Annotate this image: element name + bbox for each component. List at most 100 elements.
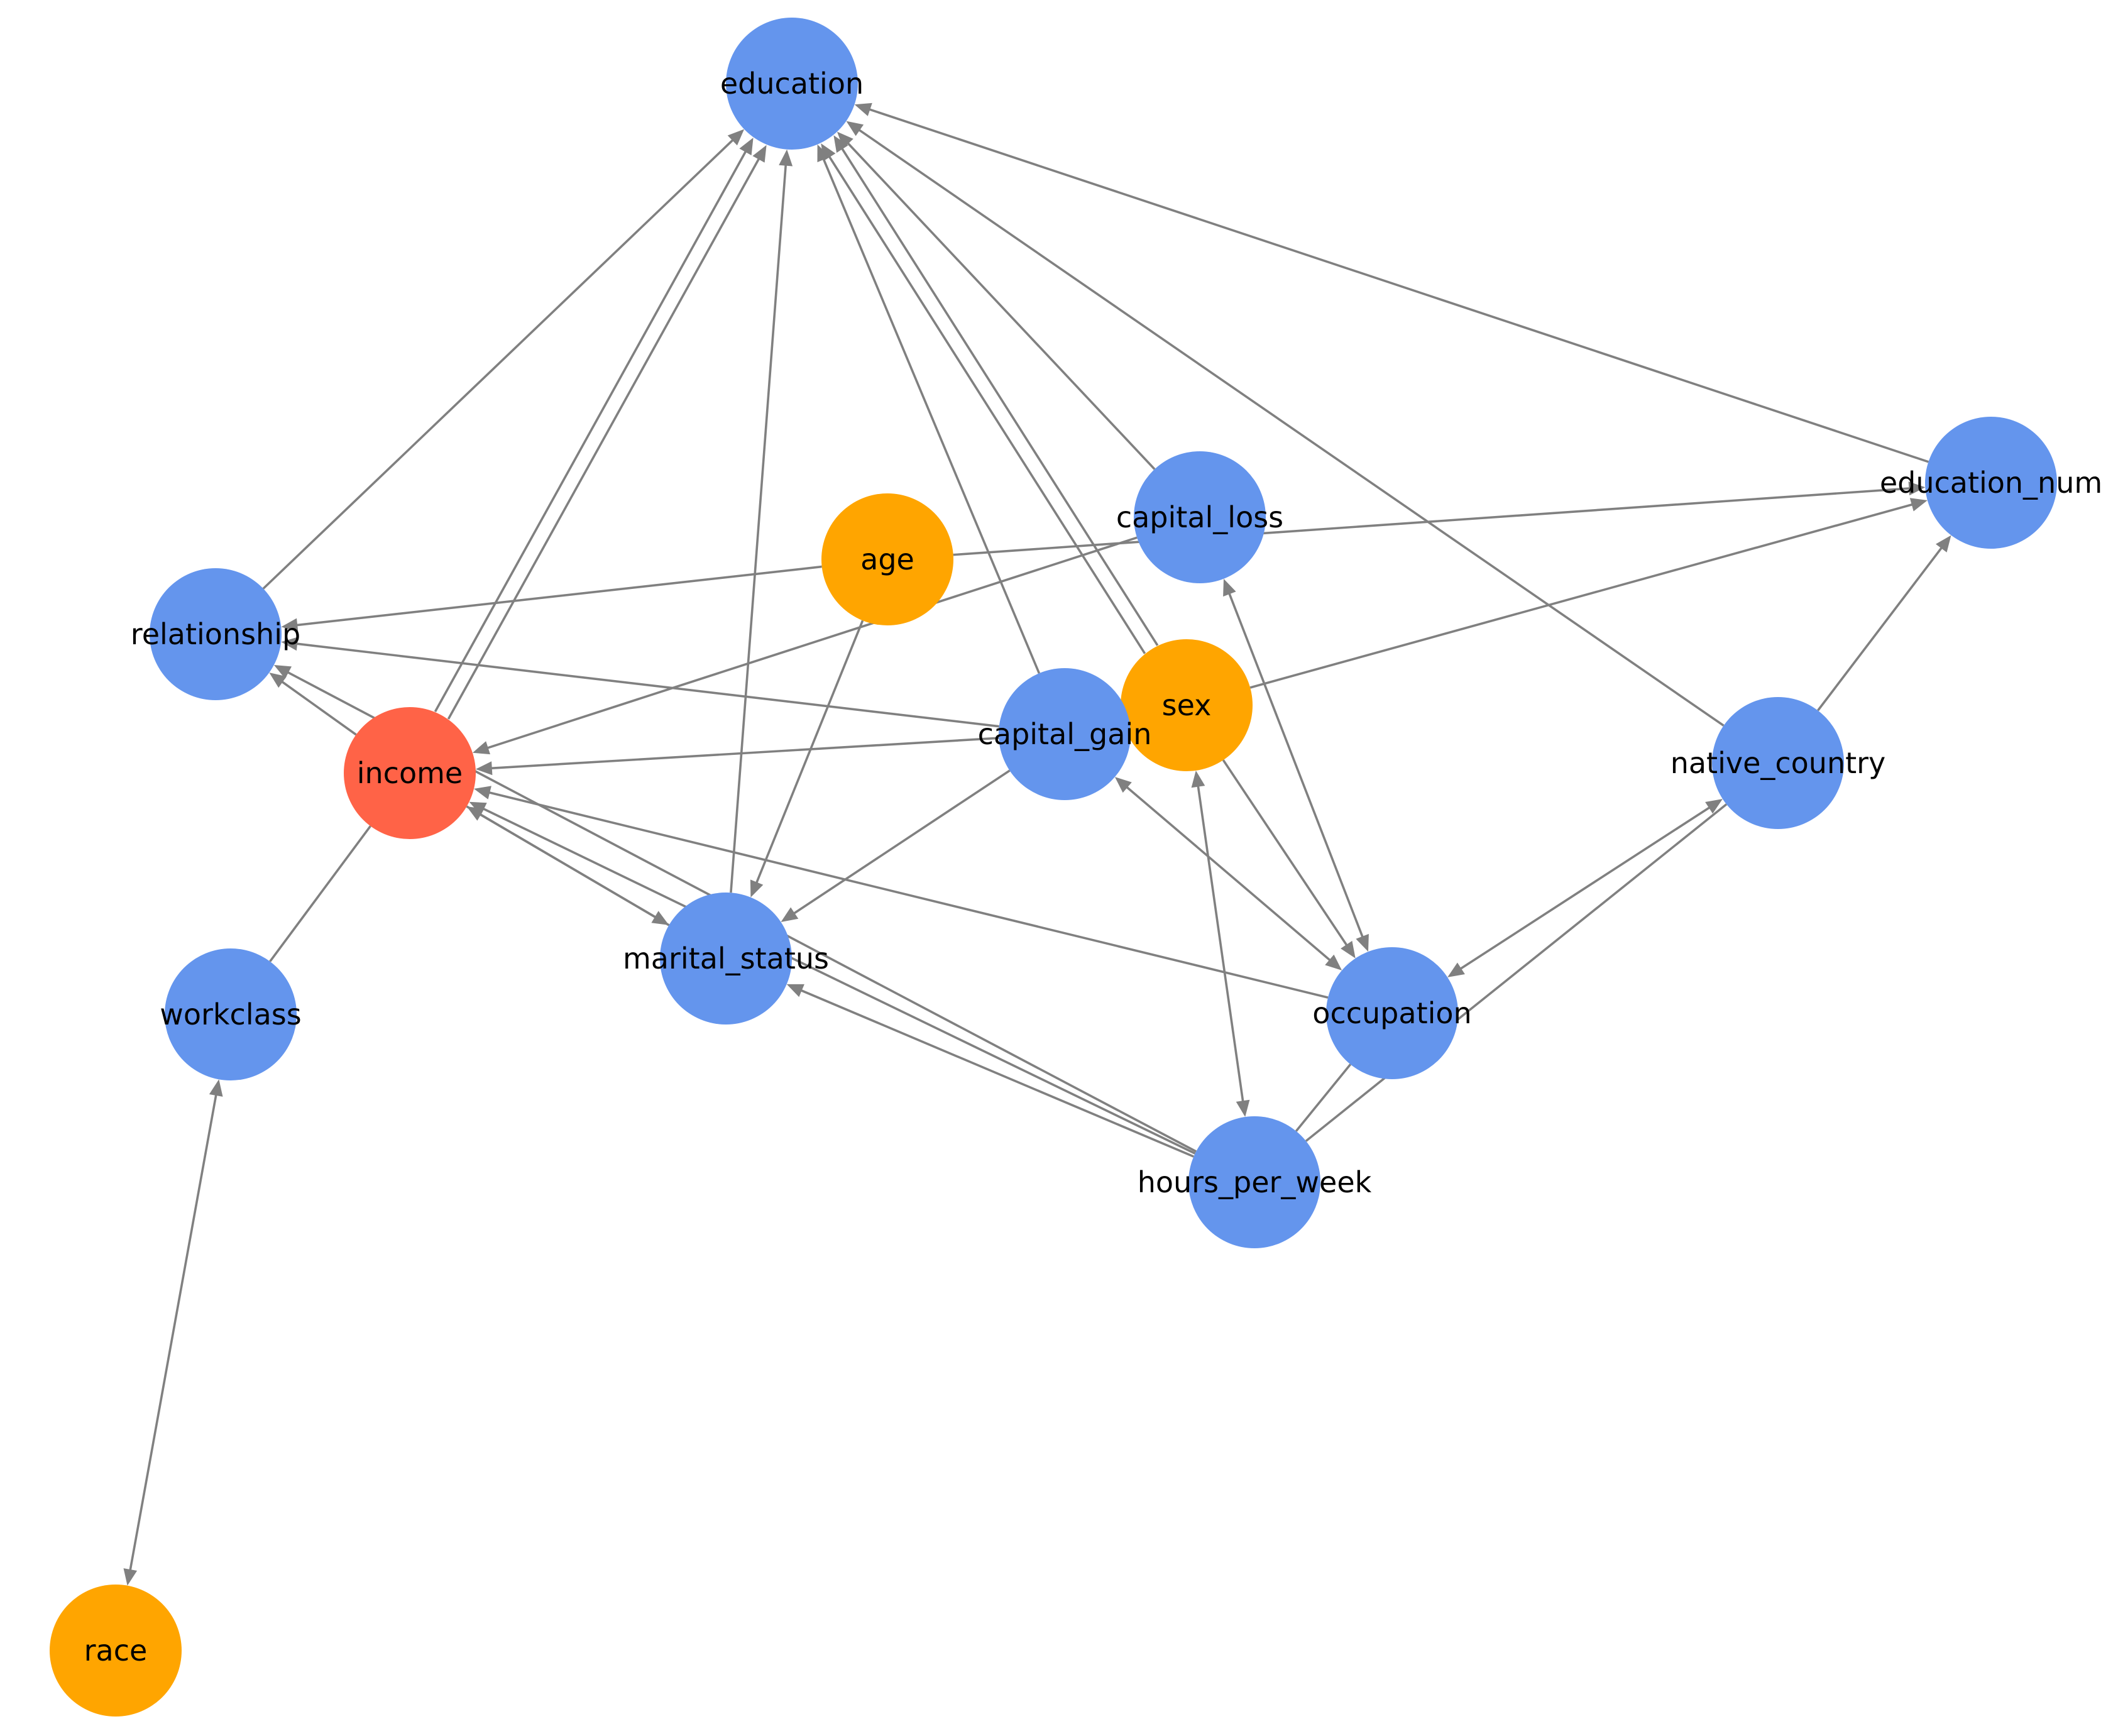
node-native_country: native_country — [1671, 697, 1886, 829]
arrowhead — [474, 786, 491, 799]
node-circle — [821, 493, 953, 625]
arrowhead — [854, 102, 872, 116]
arrowhead — [752, 145, 767, 163]
node-circle — [50, 1585, 182, 1717]
arrowhead — [123, 1568, 138, 1586]
arrowhead — [1705, 799, 1723, 814]
node-hours_per_week: hours_per_week — [1138, 1116, 1372, 1248]
edge-sex-to-hours_per_week — [1191, 771, 1250, 1117]
arrowhead — [750, 879, 764, 898]
edge-relationship-to-education — [262, 129, 745, 590]
node-label: education — [720, 67, 864, 101]
arrowhead — [1223, 578, 1236, 597]
edge-income-to-relationship — [269, 673, 357, 736]
node-sex: sex — [1121, 639, 1253, 771]
edge-age-to-marital_status — [750, 620, 864, 898]
arrowhead — [1908, 481, 1926, 496]
arrowhead — [779, 149, 793, 167]
arrowhead — [727, 129, 745, 146]
edge-capital_gain-to-relationship — [281, 637, 999, 728]
edge-income-to-education — [434, 138, 754, 713]
arrowhead — [821, 143, 836, 161]
arrowhead — [786, 984, 804, 997]
edge-age-to-relationship — [281, 565, 822, 632]
node-circle — [165, 948, 297, 1080]
node-capital_gain: capital_gain — [978, 668, 1152, 800]
edge-capital_gain-to-marital_status — [781, 769, 1011, 922]
arrowhead — [1236, 1099, 1250, 1117]
arrowhead — [475, 761, 493, 776]
arrowhead — [1936, 535, 1951, 552]
node-label: occupation — [1312, 996, 1471, 1030]
edge-occupation-to-income — [474, 786, 1329, 999]
edge-native_country-to-education — [846, 121, 1725, 727]
arrowhead — [209, 1079, 223, 1097]
node-education: education — [720, 18, 864, 150]
edge-hours_per_week-to-marital_status — [786, 984, 1195, 1158]
node-circle — [660, 893, 792, 1025]
edge-capital_loss-to-income — [472, 536, 1138, 755]
edge-workclass-to-income — [269, 825, 371, 962]
arrowhead — [281, 618, 299, 632]
edge-occupation-to-native_country — [1447, 799, 1723, 977]
node-label: education_num — [1880, 466, 2102, 500]
node-relationship: relationship — [131, 568, 300, 700]
node-label: sex — [1162, 688, 1212, 722]
node-label: relationship — [131, 617, 300, 651]
node-circle — [1188, 1116, 1320, 1248]
edge-age-to-education_num — [953, 481, 1926, 556]
arrowhead — [1909, 498, 1928, 512]
node-label: marital_status — [623, 942, 829, 975]
node-label: native_country — [1671, 746, 1886, 780]
arrowhead — [269, 673, 287, 688]
arrowhead — [837, 131, 853, 148]
arrowhead — [472, 741, 490, 755]
arrowhead — [1325, 954, 1342, 970]
arrowhead — [1191, 771, 1205, 788]
node-circle — [1134, 451, 1266, 583]
node-capital_loss: capital_loss — [1116, 451, 1283, 583]
node-label: hours_per_week — [1138, 1165, 1372, 1199]
edge-capital_loss-to-occupation — [1223, 578, 1369, 952]
edge-capital_loss-to-education — [837, 131, 1156, 470]
node-circle — [1925, 417, 2057, 549]
edge-capital_gain-to-income — [475, 737, 999, 776]
arrowhead — [469, 801, 487, 815]
edge-income-to-education — [447, 145, 767, 720]
node-label: workclass — [160, 997, 302, 1031]
node-label: capital_loss — [1116, 500, 1283, 534]
node-circle — [726, 18, 858, 150]
edge-income-to-marital_status — [466, 805, 669, 925]
edge-sex-to-occupation — [1222, 759, 1356, 959]
arrowhead — [1341, 940, 1356, 959]
arrowhead — [846, 121, 864, 136]
edge-hours_per_week-to-income — [469, 801, 1196, 1155]
edge-sex-to-education_num — [1249, 498, 1928, 689]
arrowhead — [781, 907, 799, 922]
node-label: age — [860, 542, 914, 576]
edge-sex-to-education — [821, 143, 1146, 654]
node-label: income — [357, 756, 463, 790]
arrowhead — [651, 911, 669, 925]
node-occupation: occupation — [1312, 947, 1472, 1079]
node-workclass: workclass — [160, 948, 302, 1080]
node-label: race — [84, 1634, 148, 1667]
node-label: capital_gain — [978, 717, 1152, 751]
node-marital_status: marital_status — [623, 893, 829, 1025]
node-income: income — [344, 707, 476, 839]
edge-hours_per_week-to-occupation — [1295, 1063, 1352, 1132]
edge-marital_status-to-education — [730, 149, 793, 893]
node-circle — [344, 707, 476, 839]
node-race: race — [50, 1585, 182, 1717]
edge-native_country-to-education_num — [1817, 535, 1951, 711]
edge-layer — [123, 102, 1951, 1586]
node-circle — [999, 668, 1131, 800]
arrowhead — [833, 135, 848, 153]
node-age: age — [821, 493, 953, 625]
edge-education_num-to-education — [854, 102, 1929, 463]
arrowhead — [1356, 933, 1369, 952]
arrowhead — [739, 138, 754, 156]
arrowhead — [1114, 777, 1132, 793]
